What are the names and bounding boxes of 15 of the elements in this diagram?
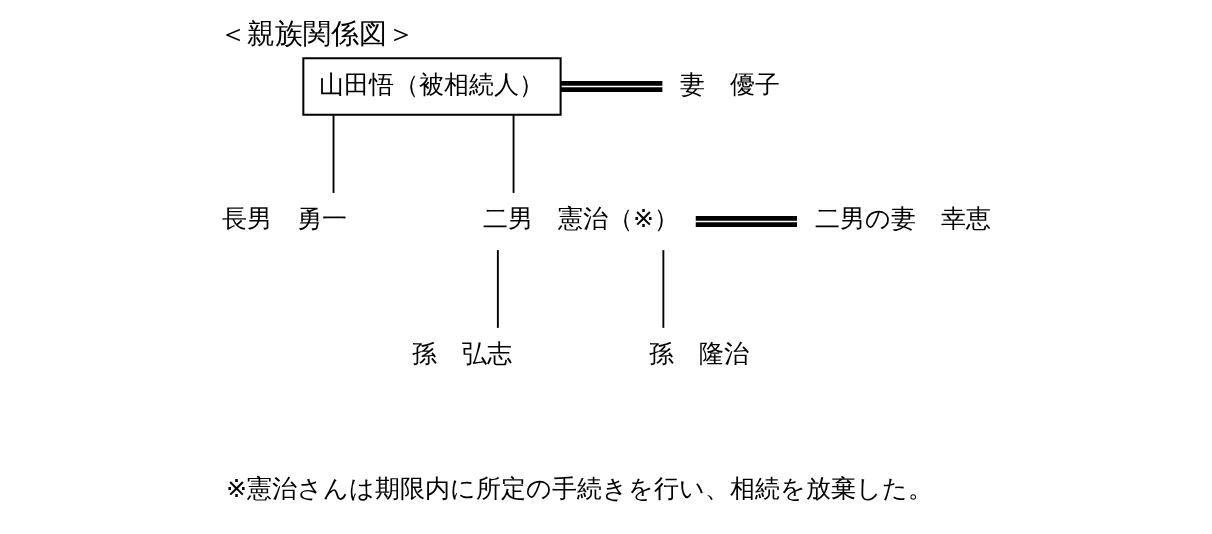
connector [332, 114, 334, 194]
node-text: 二男 憲治（※） [482, 204, 679, 234]
diagram-title: ＜親族関係図＞ [218, 17, 415, 51]
connector [560, 81, 662, 93]
node-text: 長男 勇一 [221, 204, 347, 234]
connector [512, 114, 514, 194]
connector [661, 249, 664, 329]
caption: ※憲治さんは期限内に所定の手続きを行い、相続を放棄した。 [225, 474, 933, 504]
connector [496, 249, 499, 329]
connector [695, 216, 797, 227]
node-text: 孫 弘志 [411, 339, 512, 369]
node-box: 山田悟（被相続人） [301, 57, 562, 116]
node-text: 妻 優子 [679, 69, 780, 99]
node-text: 孫 隆治 [648, 339, 749, 369]
node-text: 二男の妻 幸恵 [814, 204, 991, 234]
